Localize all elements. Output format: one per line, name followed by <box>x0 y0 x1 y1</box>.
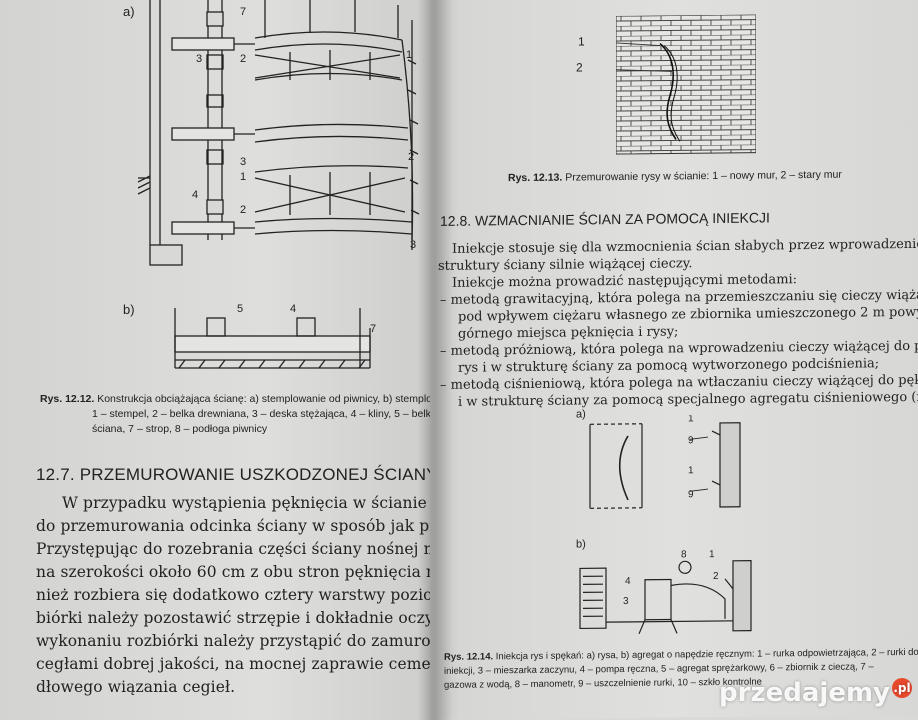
caption-label: Rys. 12.13. <box>508 171 563 185</box>
fig14-num: 9 <box>688 489 694 500</box>
figure-12-12a: 7 3 2 1 3 4 2 1 2 3 <box>137 0 420 266</box>
figure-12-14a: 1 9 1 9 <box>589 415 741 509</box>
fig13-num: 2 <box>576 60 583 75</box>
caption-line: gazowa z wodą, 8 – manometr, 9 – uszczel… <box>444 676 762 691</box>
figure-12-12-caption: Rys. 12.12. Konstrukcja obciążająca ścia… <box>40 392 511 407</box>
fig14-num: 9 <box>688 435 694 446</box>
fig-a-num: 3 <box>196 53 202 65</box>
left-page: a) <box>0 0 635 720</box>
figure-12-13-caption: Rys. 12.13. Przemurowanie rysy w ścianie… <box>508 168 842 186</box>
caption-line: 1 – stempel, 2 – belka drewniana, 3 – de… <box>92 408 496 420</box>
fig-a-num: 4 <box>192 189 198 201</box>
fig-a-num: 1 <box>240 171 246 183</box>
figure-12-12b: 5 4 7 <box>174 303 376 369</box>
fig-a-num: 2 <box>240 204 246 216</box>
fig-b-num: 7 <box>370 323 376 335</box>
fig14-num: 4 <box>625 576 631 587</box>
fig14-num: 1 <box>688 415 694 425</box>
fig14-b-label: b) <box>576 538 586 551</box>
fig14-num: 8 <box>681 549 687 560</box>
paragraph-line: dłowego wiązania cegieł. <box>36 678 236 696</box>
fig14-num: 1 <box>709 549 715 560</box>
section-title: 12.8. WZMACNIANIE ŚCIAN ZA POMOCĄ INIEKC… <box>440 209 770 229</box>
watermark-text: przedajemy <box>719 678 890 708</box>
fig14-num: 2 <box>713 571 719 582</box>
fig14-num: 1 <box>688 465 694 476</box>
caption-line: Konstrukcja obciążająca ścianę: a) stemp… <box>97 393 512 405</box>
fig-a-side: 2 <box>408 151 414 163</box>
section-title: 12.7. PRZEMUROWANIE USZKODZONEJ ŚCIANY <box>36 465 438 484</box>
fig-b-num: 4 <box>290 303 296 315</box>
caption-label: Rys. 12.12. <box>40 393 95 405</box>
fig-a-num: 2 <box>240 53 246 65</box>
fig-b-num: 5 <box>237 303 243 315</box>
fig-a-side: 1 <box>406 49 412 61</box>
fig-a-num: 7 <box>240 6 246 18</box>
figure-12-14b: 8 1 4 2 3 <box>579 549 752 635</box>
fig13-num: 1 <box>578 34 585 49</box>
fig14-num: 3 <box>623 596 629 607</box>
caption-line: ściana, 7 – strop, 8 – podłoga piwnicy <box>92 423 268 435</box>
caption-line: Przemurowanie rysy w ścianie: 1 – nowy m… <box>565 168 842 184</box>
fig-a-label: a) <box>123 4 135 19</box>
fig-b-label: b) <box>123 302 135 317</box>
figure-12-13 <box>616 14 756 155</box>
fig-a-side: 3 <box>410 239 416 251</box>
right-page: 1 2 Rys. 12.13. Przemurowanie rysy w ści… <box>430 0 918 720</box>
watermark-badge: .pl <box>892 678 912 698</box>
fig-a-num: 3 <box>240 156 246 168</box>
watermark-logo: przedajemy.pl <box>719 678 912 708</box>
book-gutter <box>418 0 452 720</box>
